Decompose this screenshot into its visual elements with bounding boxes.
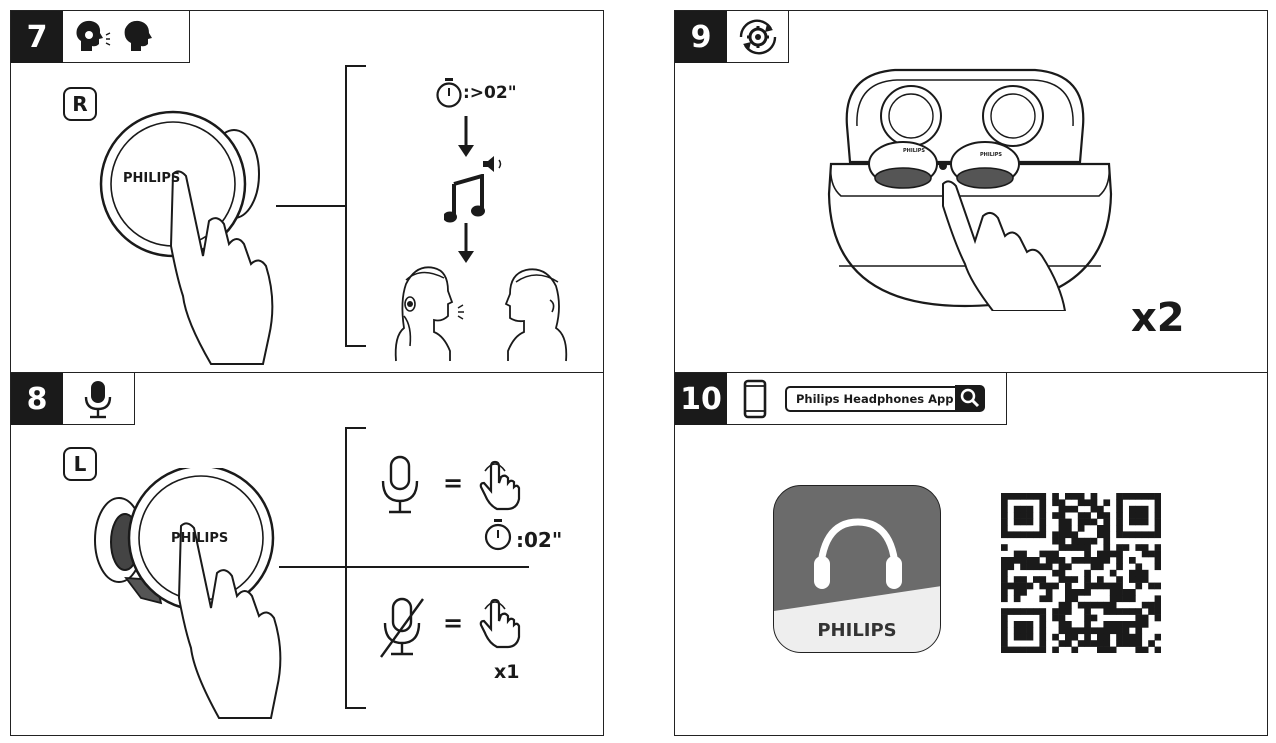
hold-duration-text-2: :02" bbox=[516, 528, 563, 552]
bracket-divider bbox=[279, 427, 529, 709]
step-10-panel: 10 Philips Headphones App PHILIPS bbox=[674, 372, 1268, 736]
flow-arrows bbox=[458, 116, 474, 263]
search-icon bbox=[955, 385, 985, 411]
app-search-bar: Philips Headphones App bbox=[785, 385, 985, 412]
microphone-on-icon bbox=[381, 455, 419, 514]
stopwatch-icon-2 bbox=[484, 519, 512, 551]
step-9-header-icons bbox=[727, 11, 789, 63]
app-brand-text: PHILIPS bbox=[817, 620, 897, 641]
music-note-icon bbox=[444, 174, 485, 223]
step-7-number: 7 bbox=[11, 11, 63, 63]
case-brand-right: PHILIPS bbox=[980, 152, 1003, 158]
step-10-header: Philips Headphones App bbox=[727, 373, 1007, 425]
tap-count-x1: x1 bbox=[494, 661, 520, 683]
speaker-icon bbox=[483, 156, 502, 172]
microphone-muted-icon bbox=[380, 597, 424, 658]
step-8-header-icons bbox=[63, 373, 135, 425]
tap-count-x2: x2 bbox=[1131, 295, 1185, 341]
earbud-right-illustration bbox=[99, 110, 274, 365]
brand-text-l: PHILIPS bbox=[171, 531, 229, 546]
brand-text-r: PHILIPS bbox=[123, 171, 181, 186]
side-label-l: L bbox=[63, 447, 97, 481]
headphones-icon bbox=[774, 518, 940, 652]
conversation-heads-icon bbox=[76, 20, 152, 51]
step-9-panel: 9 PHIL bbox=[674, 10, 1268, 374]
step-8-number: 8 bbox=[11, 373, 63, 425]
step-7-panel: 7 R PHILIPS :>02" bbox=[10, 10, 604, 374]
smartphone-icon bbox=[743, 379, 767, 419]
side-label-r: R bbox=[63, 87, 97, 121]
step-10-number: 10 bbox=[675, 373, 727, 425]
step-8-panel: 8 L PHILIPS = :02" bbox=[10, 372, 604, 736]
stopwatch-icon bbox=[436, 78, 462, 108]
conversation-illustration bbox=[394, 266, 568, 362]
equals-sign-1: = bbox=[443, 469, 464, 497]
earbud-left-illustration bbox=[94, 468, 282, 719]
equals-sign-2: = bbox=[443, 609, 464, 637]
bracket-connector bbox=[276, 65, 366, 347]
philips-app-icon: PHILIPS bbox=[773, 485, 941, 653]
step-9-number: 9 bbox=[675, 11, 727, 63]
charging-case-illustration bbox=[827, 68, 1113, 311]
app-search-label: Philips Headphones App bbox=[796, 392, 954, 406]
tap-hand-icon bbox=[479, 460, 521, 511]
qr-code bbox=[1001, 493, 1161, 653]
tap-hand-icon-2 bbox=[479, 598, 521, 649]
case-brand-left: PHILIPS bbox=[903, 148, 926, 154]
side-label-r-text: R bbox=[72, 92, 88, 116]
settings-reset-icon bbox=[739, 19, 777, 55]
step-7-header-icons bbox=[63, 11, 190, 63]
microphone-icon bbox=[84, 381, 112, 419]
side-label-l-text: L bbox=[73, 452, 87, 476]
hold-duration-text: :>02" bbox=[463, 83, 517, 103]
